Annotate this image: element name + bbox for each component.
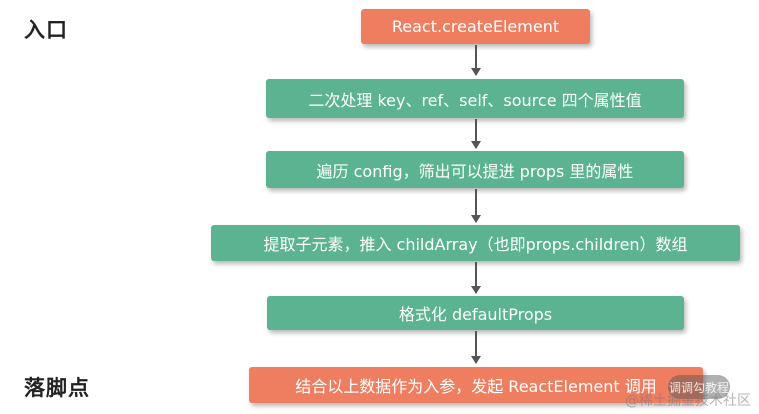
arrow-1	[471, 45, 481, 76]
watermark-text: @稀土掘金技术社区	[625, 393, 751, 409]
watermark-badge: 调调勾教程	[668, 375, 730, 399]
step-filter-config: 遍历 config，筛出可以提进 props 里的属性	[266, 151, 684, 188]
step-process-special-props: 二次处理 key、ref、self、source 四个属性值	[266, 79, 684, 118]
step-create-element: React.createElement	[361, 9, 590, 44]
step-format-default-props: 格式化 defaultProps	[267, 296, 684, 330]
arrow-4	[471, 262, 481, 294]
entry-label: 入口	[24, 18, 68, 42]
exit-label: 落脚点	[24, 376, 90, 400]
arrow-5	[471, 331, 481, 364]
arrow-2	[471, 119, 481, 149]
arrow-3	[471, 189, 481, 223]
step-react-element-call: 结合以上数据作为入参，发起 ReactElement 调用	[249, 367, 703, 403]
step-extract-children: 提取子元素，推入 childArray（也即props.children）数组	[211, 225, 740, 261]
